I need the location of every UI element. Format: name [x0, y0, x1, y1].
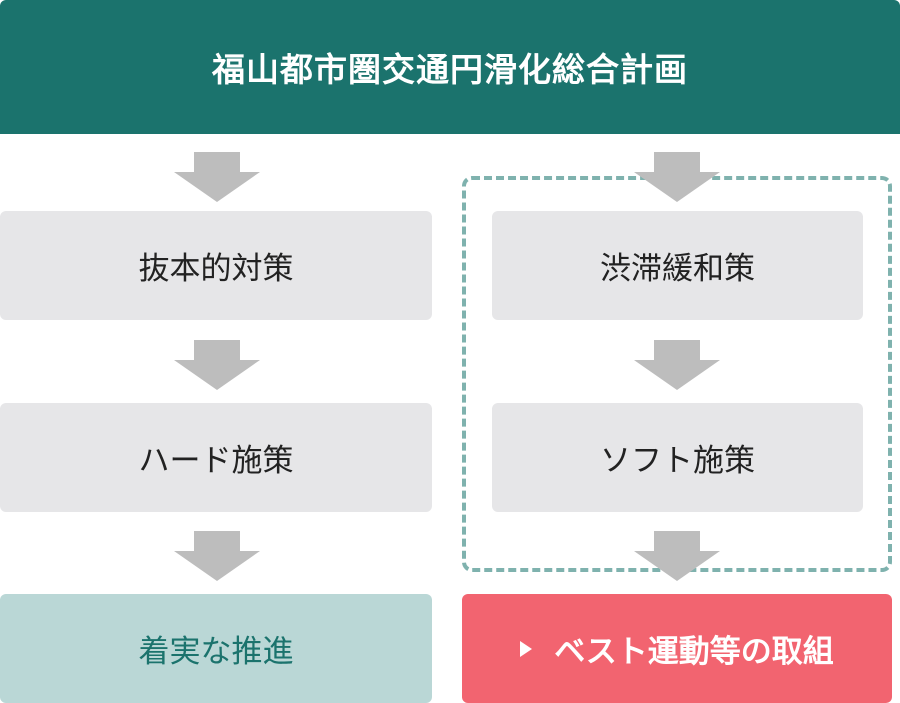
play-triangle-icon: [520, 640, 533, 657]
steady-promotion-box: 着実な推進: [0, 594, 432, 703]
plan-title: 福山都市圏交通円滑化総合計画: [0, 0, 900, 134]
hard-measures-box: ハード施策: [0, 403, 432, 512]
hard-measures-label: ハード施策: [138, 443, 294, 479]
down-arrow-icon: [634, 152, 720, 202]
soft-measures-label: ソフト施策: [600, 443, 755, 479]
fundamental-measures-label: 抜本的対策: [138, 251, 294, 287]
down-arrow-icon: [174, 340, 260, 390]
fundamental-measures-box: 抜本的対策: [0, 211, 432, 320]
congestion-relief-label: 渋滞緩和策: [600, 251, 755, 287]
down-arrow-icon: [634, 531, 720, 581]
best-campaign-link[interactable]: ベスト運動等の取組: [462, 594, 892, 703]
plan-title-text: 福山都市圏交通円滑化総合計画: [212, 50, 688, 89]
steady-promotion-label: 着実な推進: [138, 634, 294, 670]
best-campaign-label: ベスト運動等の取組: [554, 634, 834, 670]
down-arrow-icon: [174, 531, 260, 581]
soft-measures-box: ソフト施策: [492, 403, 863, 512]
down-arrow-icon: [174, 152, 260, 202]
congestion-relief-box: 渋滞緩和策: [492, 211, 863, 320]
down-arrow-icon: [634, 340, 720, 390]
